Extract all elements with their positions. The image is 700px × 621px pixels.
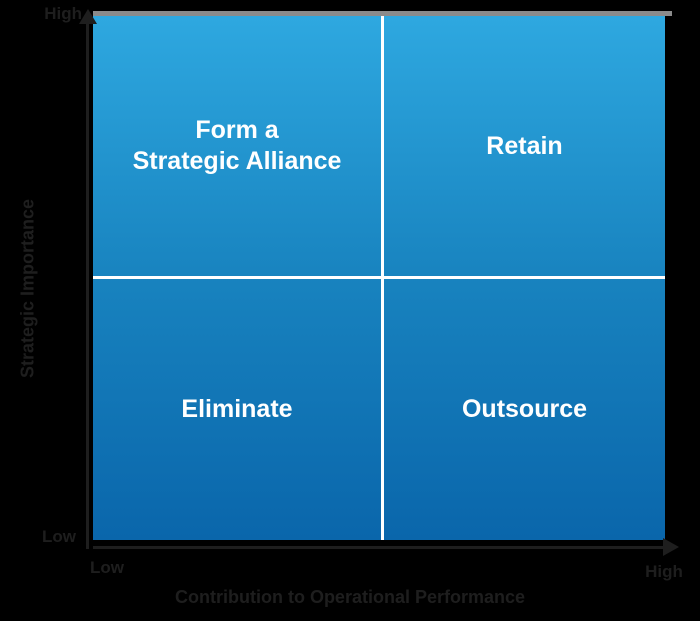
y-axis-up-arrow-icon bbox=[79, 9, 97, 24]
horizontal-divider-line bbox=[93, 276, 665, 279]
quadrant-label-line1: Form a bbox=[195, 116, 279, 144]
y-axis-low-label: Low bbox=[42, 527, 76, 546]
quadrant-retain: Retain bbox=[384, 16, 665, 276]
y-axis-line bbox=[86, 20, 89, 549]
quadrant-label: Eliminate bbox=[181, 395, 293, 423]
quadrant-outsource: Outsource bbox=[384, 279, 665, 540]
x-axis-high-label: High bbox=[645, 562, 683, 581]
y-axis-title: Strategic Importance bbox=[17, 198, 38, 379]
quadrant-label: Outsource bbox=[461, 395, 588, 423]
quadrant-eliminate: Eliminate bbox=[93, 279, 381, 540]
top-gray-bar bbox=[93, 11, 672, 16]
x-axis-line bbox=[93, 546, 665, 549]
quadrant-label-line2: Strategic Alliance bbox=[132, 147, 342, 175]
quadrant-label: Retain bbox=[486, 131, 563, 160]
quadrant-form-strategic-alliance: Form a Strategic Alliance bbox=[93, 16, 381, 276]
y-axis-high-label: High bbox=[44, 4, 82, 23]
x-axis-title: Contribution to Operational Performance bbox=[174, 587, 526, 607]
x-axis-right-arrow-icon bbox=[663, 538, 679, 556]
x-axis-low-label: Low bbox=[90, 558, 124, 577]
